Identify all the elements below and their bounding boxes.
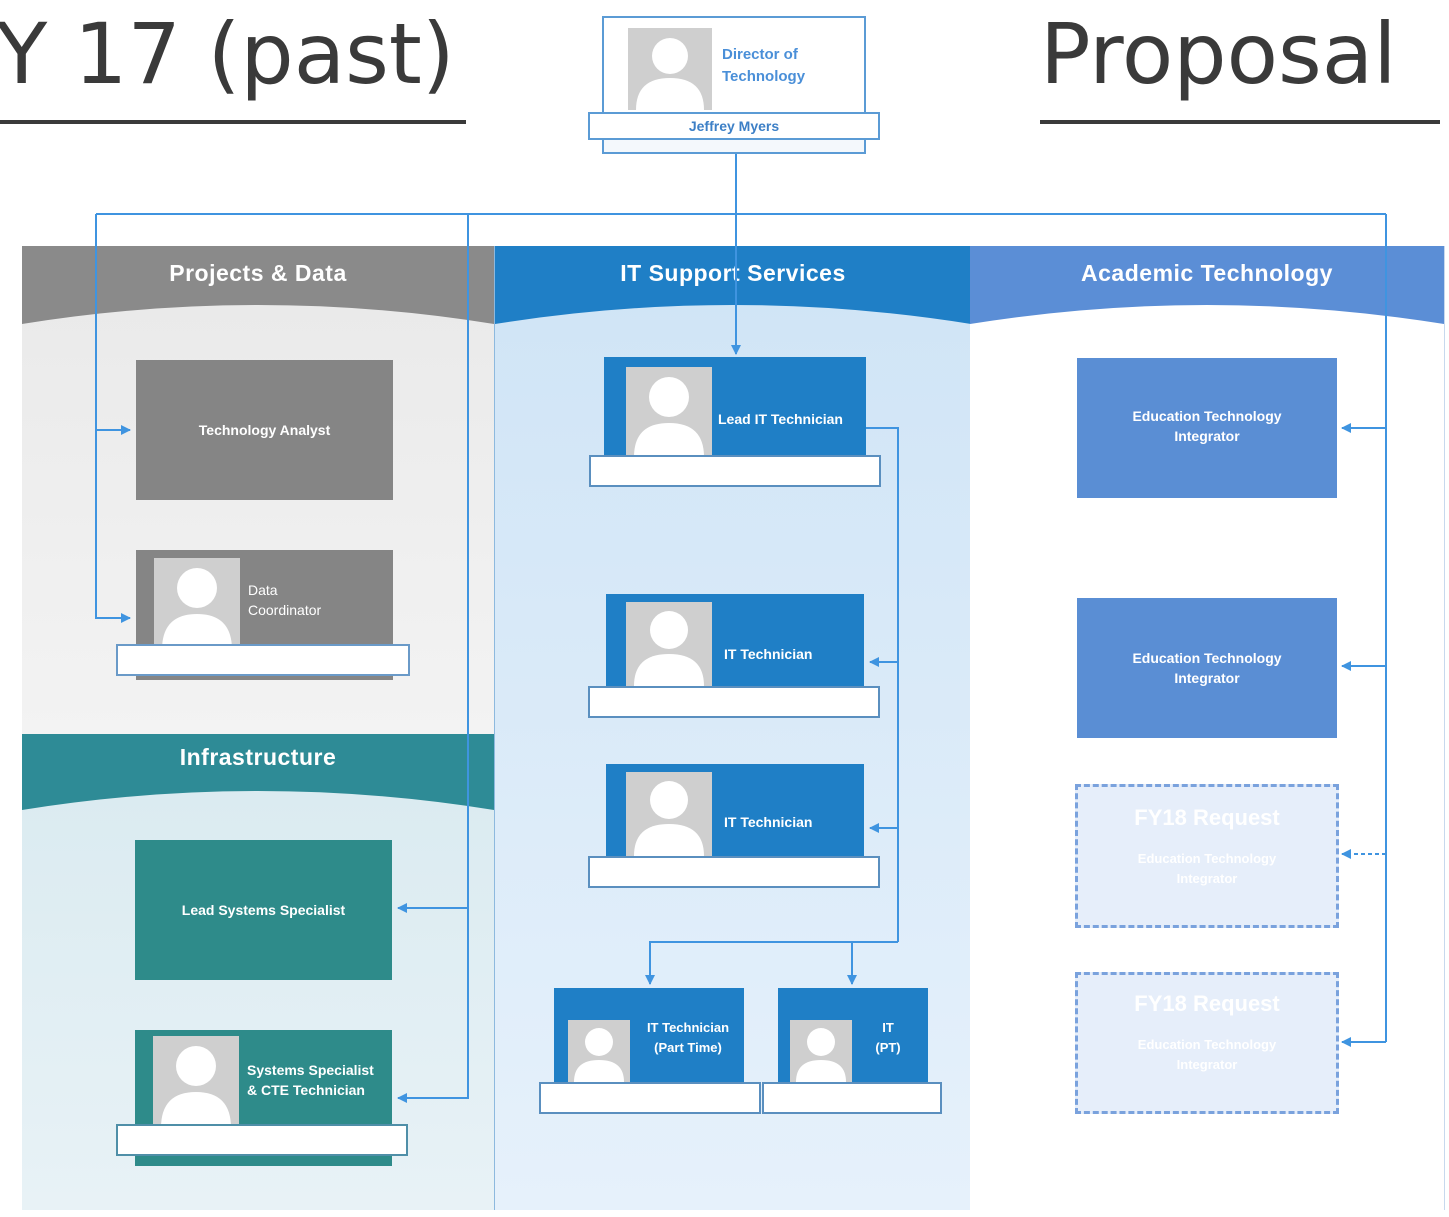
systems-cte-label: Systems Specialist & CTE Technician — [247, 1062, 374, 1098]
it-support-header: IT Support Services — [620, 260, 846, 286]
fy18-request-1-title: FY18 Request — [1134, 805, 1280, 830]
left-title-underline — [0, 120, 466, 124]
academic-technology-header: Academic Technology — [1081, 260, 1333, 286]
edtech-integrator-2-label: Education Technology Integrator — [1132, 650, 1282, 686]
person-silhouette-icon — [634, 611, 704, 686]
infrastructure-header: Infrastructure — [179, 744, 337, 770]
left-page-title: Y 17 (past) — [0, 5, 455, 103]
edtech-integrator-2-box[interactable]: Education Technology Integrator — [1077, 598, 1337, 738]
fy18-request-1-subtitle: Education Technology Integrator — [1137, 851, 1277, 886]
avatar — [568, 1020, 630, 1082]
lead-it-technician-name-bar — [589, 455, 881, 487]
technology-analyst-box[interactable]: Technology Analyst — [136, 360, 393, 500]
person-silhouette-icon — [161, 1046, 231, 1128]
person-silhouette-icon — [574, 1028, 624, 1082]
data-coordinator-name-bar — [116, 644, 410, 676]
lead-systems-specialist-label: Lead Systems Specialist — [181, 902, 346, 918]
it-technician-part-time-label: IT Technician (Part Time) — [646, 1020, 730, 1055]
person-silhouette-icon — [796, 1028, 846, 1082]
it-technician-a-name-bar — [588, 686, 880, 718]
edtech-integrator-1-box[interactable]: Education Technology Integrator — [1077, 358, 1337, 498]
it-technician-b-name-bar — [588, 856, 880, 888]
person-silhouette-icon — [634, 377, 704, 457]
it-technician-a-label: IT Technician — [724, 646, 813, 662]
fy18-request-2-subtitle: Education Technology Integrator — [1137, 1037, 1277, 1072]
avatar — [790, 1020, 852, 1082]
fy18-request-1-box[interactable]: FY18 Request Education Technology Integr… — [1075, 784, 1339, 928]
lead-it-technician-label: Lead IT Technician — [718, 411, 843, 427]
lead-systems-specialist-box[interactable]: Lead Systems Specialist — [135, 840, 392, 980]
avatar — [153, 1036, 239, 1128]
connector-lead-it-spine — [866, 427, 899, 942]
avatar — [626, 602, 712, 686]
right-title-underline — [1040, 120, 1440, 124]
academic-header-banner — [970, 246, 1444, 324]
director-title: Director of Technology — [722, 46, 806, 85]
director-card-shadow — [602, 140, 866, 154]
connector-to-it-part-time — [645, 941, 898, 985]
systems-cte-name-bar — [116, 1124, 408, 1156]
director-name: Jeffrey Myers — [588, 112, 880, 140]
connector-to-systems-cte — [397, 214, 469, 1103]
right-page-title: Proposal — [1040, 5, 1397, 103]
technology-analyst-label: Technology Analyst — [198, 422, 331, 438]
infrastructure-header-banner — [22, 734, 494, 810]
avatar — [626, 772, 712, 856]
it-pt-label: IT (PT) — [875, 1020, 901, 1055]
it-technician-b-label: IT Technician — [724, 814, 813, 830]
projects-data-header: Projects & Data — [169, 260, 347, 286]
it-pt-name-bar — [762, 1082, 942, 1114]
fy18-request-2-title: FY18 Request — [1134, 991, 1280, 1016]
person-silhouette-icon — [636, 38, 704, 110]
projects-header-banner — [22, 246, 494, 324]
avatar — [628, 28, 712, 110]
fy18-request-2-box[interactable]: FY18 Request Education Technology Integr… — [1075, 972, 1339, 1114]
data-coordinator-label: Data Coordinator — [248, 582, 322, 618]
it-technician-part-time-name-bar — [539, 1082, 761, 1114]
person-silhouette-icon — [162, 568, 232, 650]
it-support-header-banner — [495, 246, 971, 324]
avatar — [626, 367, 712, 457]
director-card[interactable] — [602, 16, 866, 118]
person-silhouette-icon — [634, 781, 704, 856]
connector-to-data-coordinator — [95, 214, 131, 623]
avatar — [154, 558, 240, 650]
edtech-integrator-1-label: Education Technology Integrator — [1132, 408, 1282, 444]
